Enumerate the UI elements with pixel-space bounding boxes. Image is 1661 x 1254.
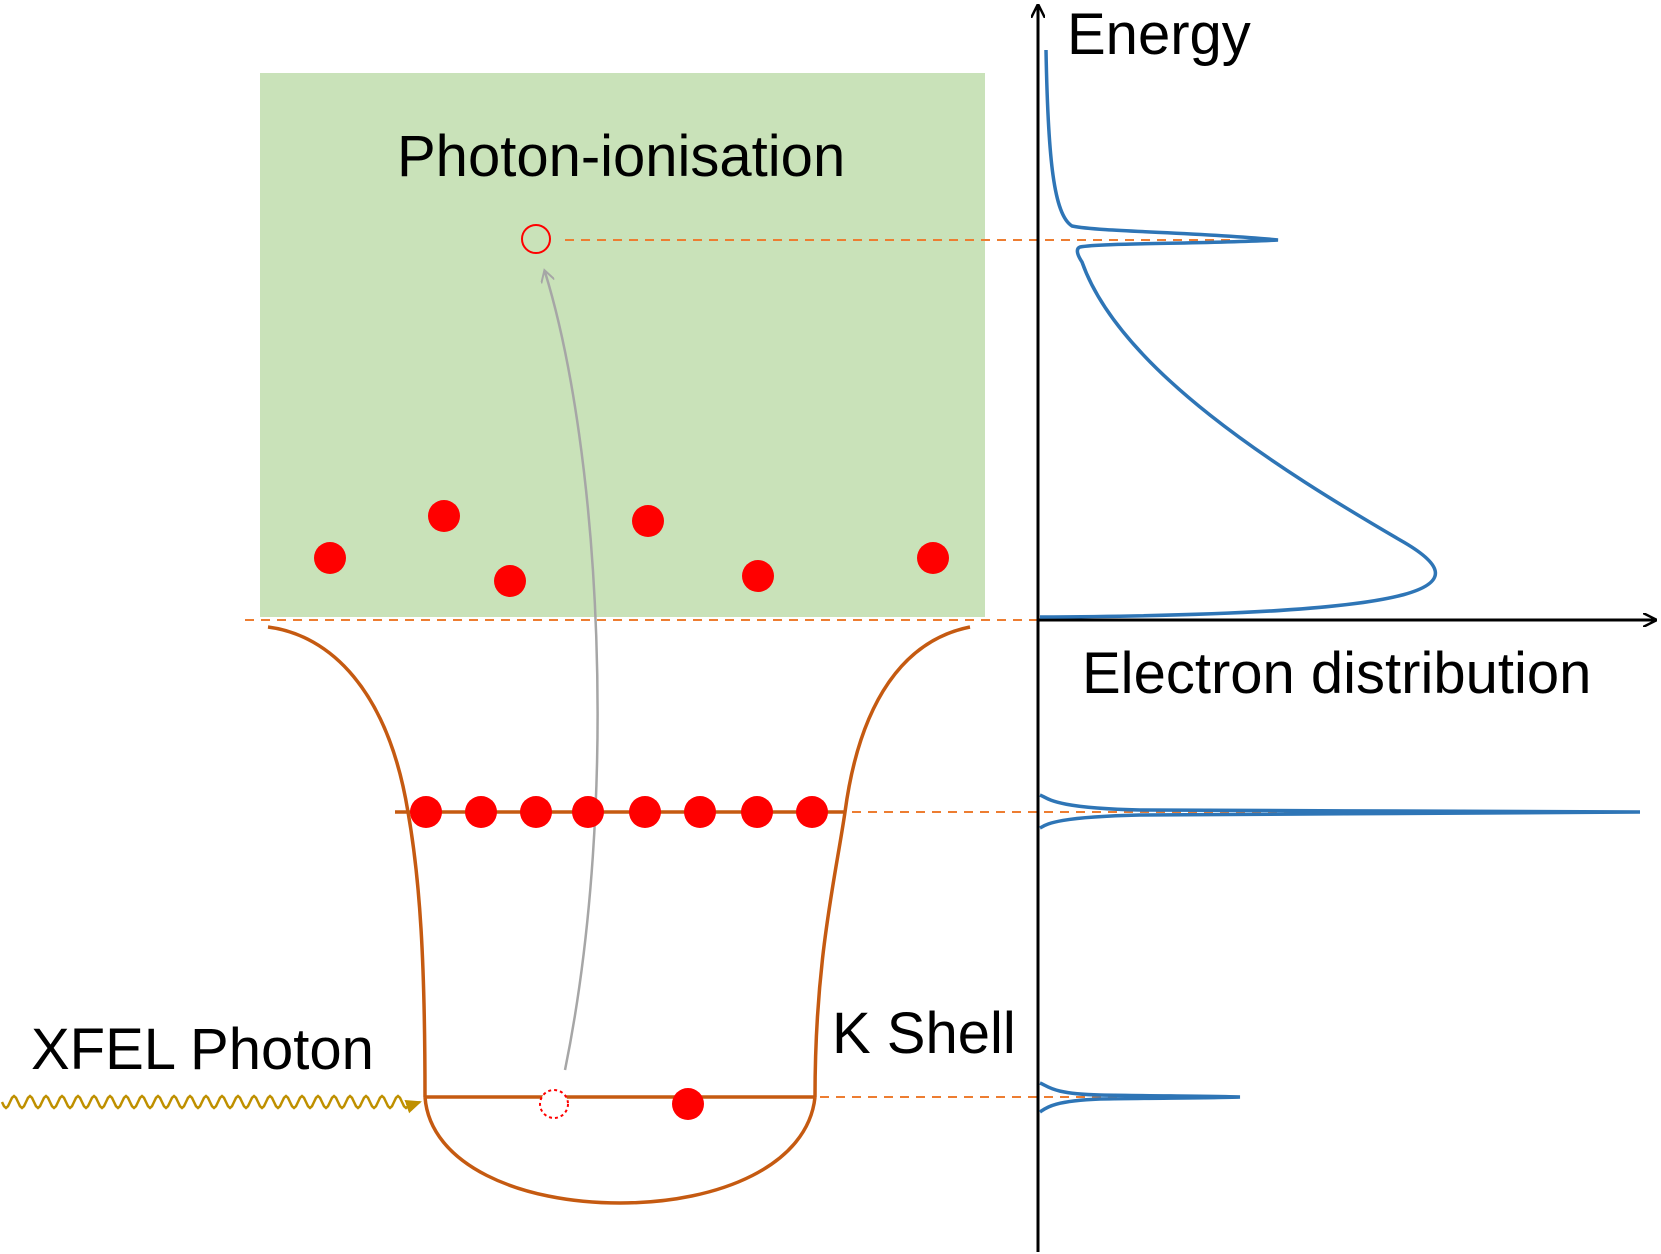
electron-distribution-curve bbox=[1039, 49, 1641, 1114]
continuum-distribution bbox=[1039, 49, 1437, 619]
electron bbox=[796, 796, 828, 828]
electron bbox=[632, 505, 664, 537]
electron bbox=[742, 560, 774, 592]
ionised-electron bbox=[521, 224, 551, 254]
xfel-photon-label: XFEL Photon bbox=[31, 1017, 374, 1082]
electron bbox=[410, 796, 442, 828]
xfel-photon-wave bbox=[0, 1094, 422, 1114]
l-shell-electrons bbox=[410, 796, 828, 828]
l-shell-peak bbox=[1039, 793, 1641, 830]
electron bbox=[465, 796, 497, 828]
continuum-electrons bbox=[314, 500, 949, 597]
electron bbox=[629, 796, 661, 828]
k-shell-peak bbox=[1039, 1081, 1241, 1114]
electron bbox=[428, 500, 460, 532]
electron bbox=[314, 542, 346, 574]
electron bbox=[917, 542, 949, 574]
electron bbox=[684, 796, 716, 828]
k-shell-hole bbox=[539, 1089, 569, 1119]
excitation-arrow bbox=[545, 272, 599, 1071]
well-bottom bbox=[423, 1096, 817, 1205]
electron bbox=[572, 796, 604, 828]
potential-well bbox=[267, 625, 971, 1205]
k-shell-label: K Shell bbox=[832, 1001, 1016, 1066]
energy-axis-label: Energy bbox=[1067, 2, 1251, 67]
electron bbox=[520, 796, 552, 828]
electron bbox=[494, 565, 526, 597]
continuum-region bbox=[260, 73, 985, 617]
electron bbox=[741, 796, 773, 828]
photon-ionisation-label: Photon-ionisation bbox=[397, 124, 845, 189]
k-shell-electron bbox=[672, 1088, 704, 1120]
distribution-axis-label: Electron distribution bbox=[1082, 641, 1591, 706]
